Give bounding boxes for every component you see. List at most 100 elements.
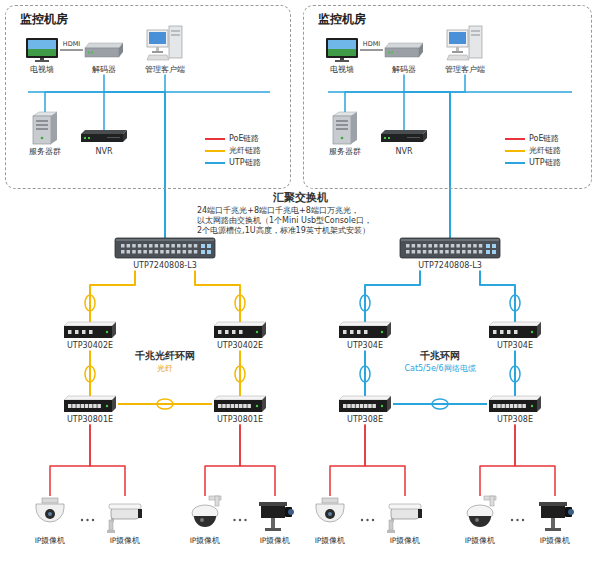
bullet-body: [391, 508, 419, 519]
utp-link: [104, 92, 165, 238]
camera-arm: [490, 496, 494, 506]
switch-port: [218, 330, 222, 334]
switch-side: [112, 322, 116, 338]
device-caption: UTP7240808-L3: [418, 261, 482, 271]
switch-port: [445, 250, 449, 254]
server-slot: [336, 124, 348, 126]
utp-link: [104, 75, 165, 238]
camera-lens: [45, 509, 55, 519]
hdmi-cable: [60, 49, 83, 50]
switch-port: [155, 244, 159, 248]
dot: [361, 519, 363, 521]
device-caption: UTP304E: [347, 341, 383, 351]
switch-front: [214, 326, 262, 338]
sun-shield: [259, 502, 287, 506]
dome-highlight: [200, 518, 204, 522]
switch-port: [194, 250, 198, 254]
switch-port: [522, 404, 526, 408]
bullet-icon: [105, 496, 145, 534]
switch-port: [81, 404, 85, 408]
sw4-device: UTP304E: [487, 322, 543, 351]
switch-port: [68, 404, 72, 408]
fiber-link: [89, 351, 91, 396]
decoder-side: [419, 43, 423, 57]
switch-port: [456, 244, 460, 248]
switch-top: [64, 322, 116, 326]
switch-port: [76, 404, 80, 408]
device-caption: 电视墙: [330, 65, 354, 75]
srv-icon: [31, 112, 59, 144]
switch-port: [462, 244, 466, 248]
decoder-led: [88, 52, 90, 54]
dot: [522, 519, 524, 521]
switch-port: [501, 404, 505, 408]
ptz-device: IP摄像机: [458, 496, 502, 545]
legend-text: UTP链路: [529, 158, 561, 168]
nvr-led: [88, 137, 90, 139]
poe-link: [480, 425, 515, 496]
ptz-device: IP摄像机: [183, 496, 227, 545]
switch-port: [356, 404, 360, 408]
nvr-icon: [81, 130, 127, 142]
agg-device: UTP7240808-L3: [113, 238, 217, 271]
box-device: IP摄像机: [253, 496, 297, 545]
sw4-icon: [489, 322, 541, 338]
switch-port: [364, 404, 368, 408]
switch-top: [214, 322, 266, 326]
device-caption: NVR: [395, 147, 412, 157]
device-caption: IP摄像机: [35, 536, 66, 545]
dec-icon: [385, 43, 423, 57]
switch-port: [121, 244, 125, 248]
ptz-dome: [194, 516, 216, 527]
hdmi-cable: [360, 49, 383, 50]
switch-port: [222, 404, 226, 408]
pc-drive: [471, 30, 480, 32]
monitor-stand: [340, 58, 344, 60]
switch-port: [177, 244, 181, 248]
switch-port: [225, 330, 229, 334]
switch-port: [506, 404, 510, 408]
sfp-port: [201, 250, 205, 254]
server-led: [41, 137, 44, 140]
legend-text: 光纤链路: [229, 146, 261, 156]
switch-highlight: [401, 239, 499, 241]
dome-icon: [30, 496, 70, 534]
decoder-side: [119, 43, 123, 57]
poe-link: [330, 425, 365, 496]
sw8-icon: [214, 396, 266, 412]
legend-text: PoE链路: [229, 134, 260, 144]
pc-device: 管理客户端: [443, 26, 487, 75]
sfp-port: [486, 244, 490, 248]
fiber-link: [90, 271, 135, 322]
dot: [366, 519, 368, 521]
device-caption: UTP304E: [497, 341, 533, 351]
agg-device: UTP7240808-L3: [398, 238, 502, 271]
switch-port: [423, 244, 427, 248]
server-slot: [336, 128, 348, 130]
nvr-led: [388, 137, 390, 139]
legend-row: 光纤链路: [205, 146, 261, 156]
monitor-base: [335, 60, 349, 62]
device-caption: UTP30801E: [217, 415, 263, 425]
pc-drive: [171, 30, 180, 32]
switch-port: [343, 330, 347, 334]
legend-row: PoE链路: [205, 134, 260, 144]
dome-icon: [310, 496, 350, 534]
lens-glass: [568, 509, 574, 515]
sw8-device: UTP30801E: [62, 396, 118, 425]
server-front: [33, 116, 51, 144]
switch-port: [434, 244, 438, 248]
switch-port: [239, 330, 243, 334]
switch-port: [232, 330, 236, 334]
sw4-icon: [64, 322, 116, 338]
legend-swatch: [505, 162, 525, 164]
switch-led: [256, 405, 258, 407]
utp-link: [450, 75, 465, 238]
pc-tower: [169, 26, 182, 58]
switch-side: [537, 322, 541, 338]
camera-lens: [138, 509, 142, 518]
srv-device: 服务器群: [327, 112, 363, 157]
dome-housing: [316, 504, 344, 522]
switch-led: [531, 331, 533, 333]
switch-port: [445, 244, 449, 248]
